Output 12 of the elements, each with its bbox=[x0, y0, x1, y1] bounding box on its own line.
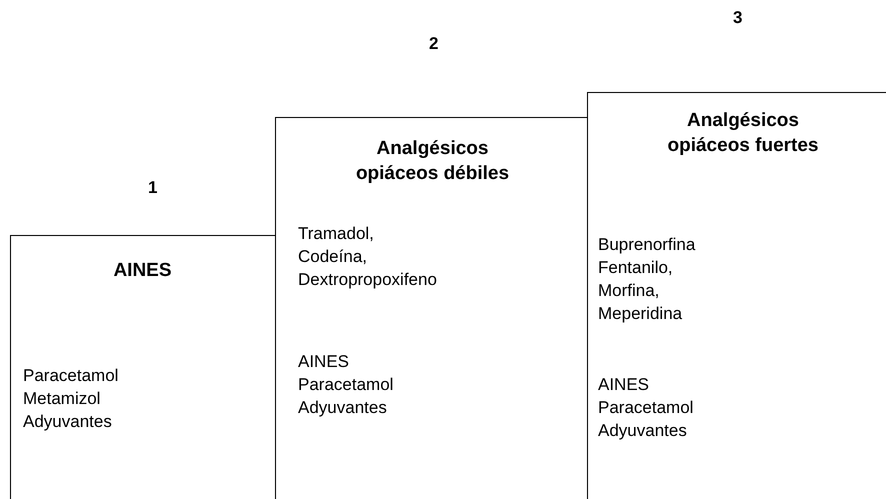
ladder-step bbox=[10, 235, 276, 499]
step-heading: AINES bbox=[112, 259, 173, 283]
drug-list: AINES Paracetamol Adyuvantes bbox=[598, 373, 694, 442]
drug-list: AINES Paracetamol Adyuvantes bbox=[298, 350, 394, 419]
step-heading: Analgésicos opiáceos débiles bbox=[354, 137, 510, 186]
drug-list: Tramadol, Codeína, Dextropropoxifeno bbox=[298, 222, 437, 291]
step-number: 3 bbox=[733, 8, 742, 28]
step-number: 2 bbox=[429, 34, 438, 54]
drug-list: Buprenorfina Fentanilo, Morfina, Meperidina bbox=[598, 233, 696, 325]
drug-list: Paracetamol Metamizol Adyuvantes bbox=[23, 364, 118, 433]
step-heading: Analgésicos opiáceos fuertes bbox=[666, 109, 820, 158]
step-number: 1 bbox=[148, 178, 158, 198]
